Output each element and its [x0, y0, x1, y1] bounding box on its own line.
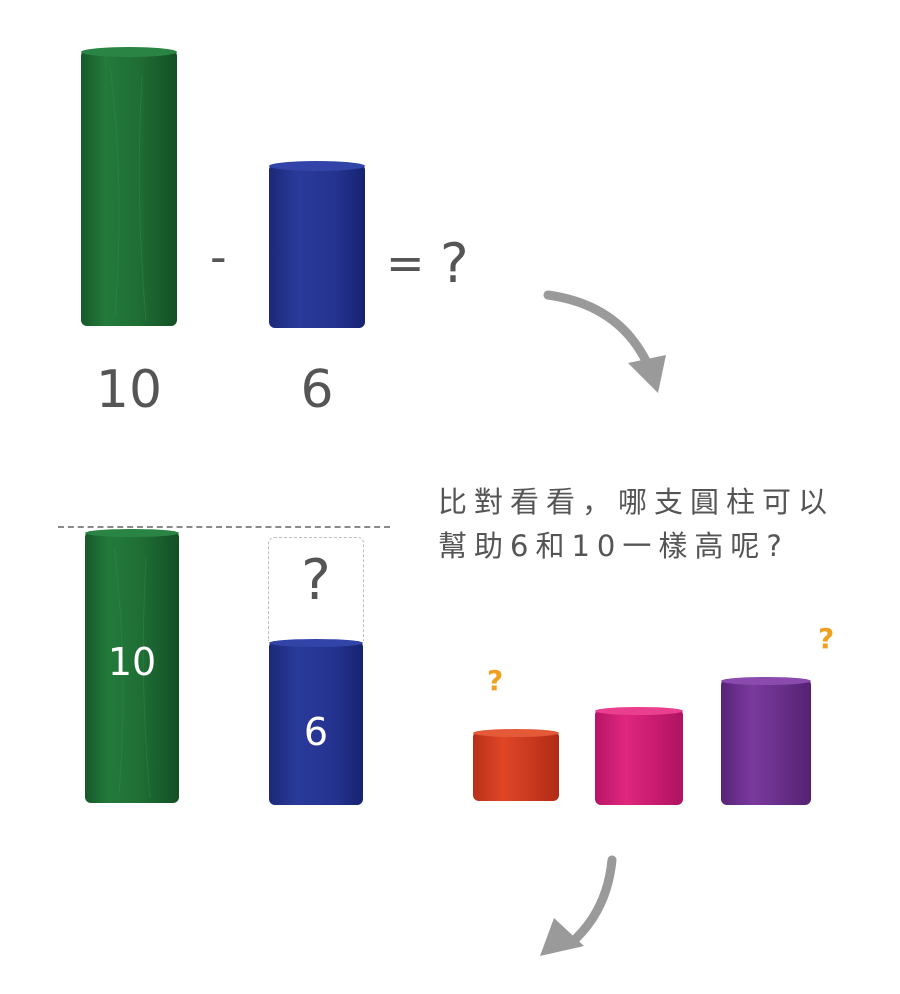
blue-rod-label: 6	[303, 710, 329, 754]
green-rod-label: 10	[107, 640, 157, 684]
question-mark: ?	[440, 232, 469, 295]
caption-line-1: 比對看看，哪支圓柱可以	[438, 485, 835, 519]
label-6: 6	[300, 360, 334, 420]
missing-rod-question: ?	[301, 548, 331, 613]
caption-line-2: 幫助6和10一樣高呢?	[438, 529, 789, 563]
blue-rod-6	[268, 160, 366, 332]
height-reference-line	[58, 526, 390, 528]
label-10: 10	[95, 360, 163, 420]
question-mark-red: ?	[487, 664, 504, 697]
green-rod-compare	[84, 528, 180, 806]
question-mark-purple: ?	[818, 622, 835, 655]
purple-rod	[720, 676, 812, 808]
pink-rod	[594, 706, 684, 808]
blue-rod-compare	[268, 638, 364, 808]
equals-sign: =	[386, 236, 425, 290]
curved-arrow-icon	[540, 285, 670, 404]
minus-sign: -	[210, 230, 227, 284]
red-rod	[472, 728, 560, 804]
green-rod-10	[80, 46, 178, 330]
curved-arrow-icon	[532, 852, 632, 971]
caption: 比對看看，哪支圓柱可以 幫助6和10一樣高呢?	[438, 480, 878, 568]
missing-rod-outline	[268, 537, 364, 641]
